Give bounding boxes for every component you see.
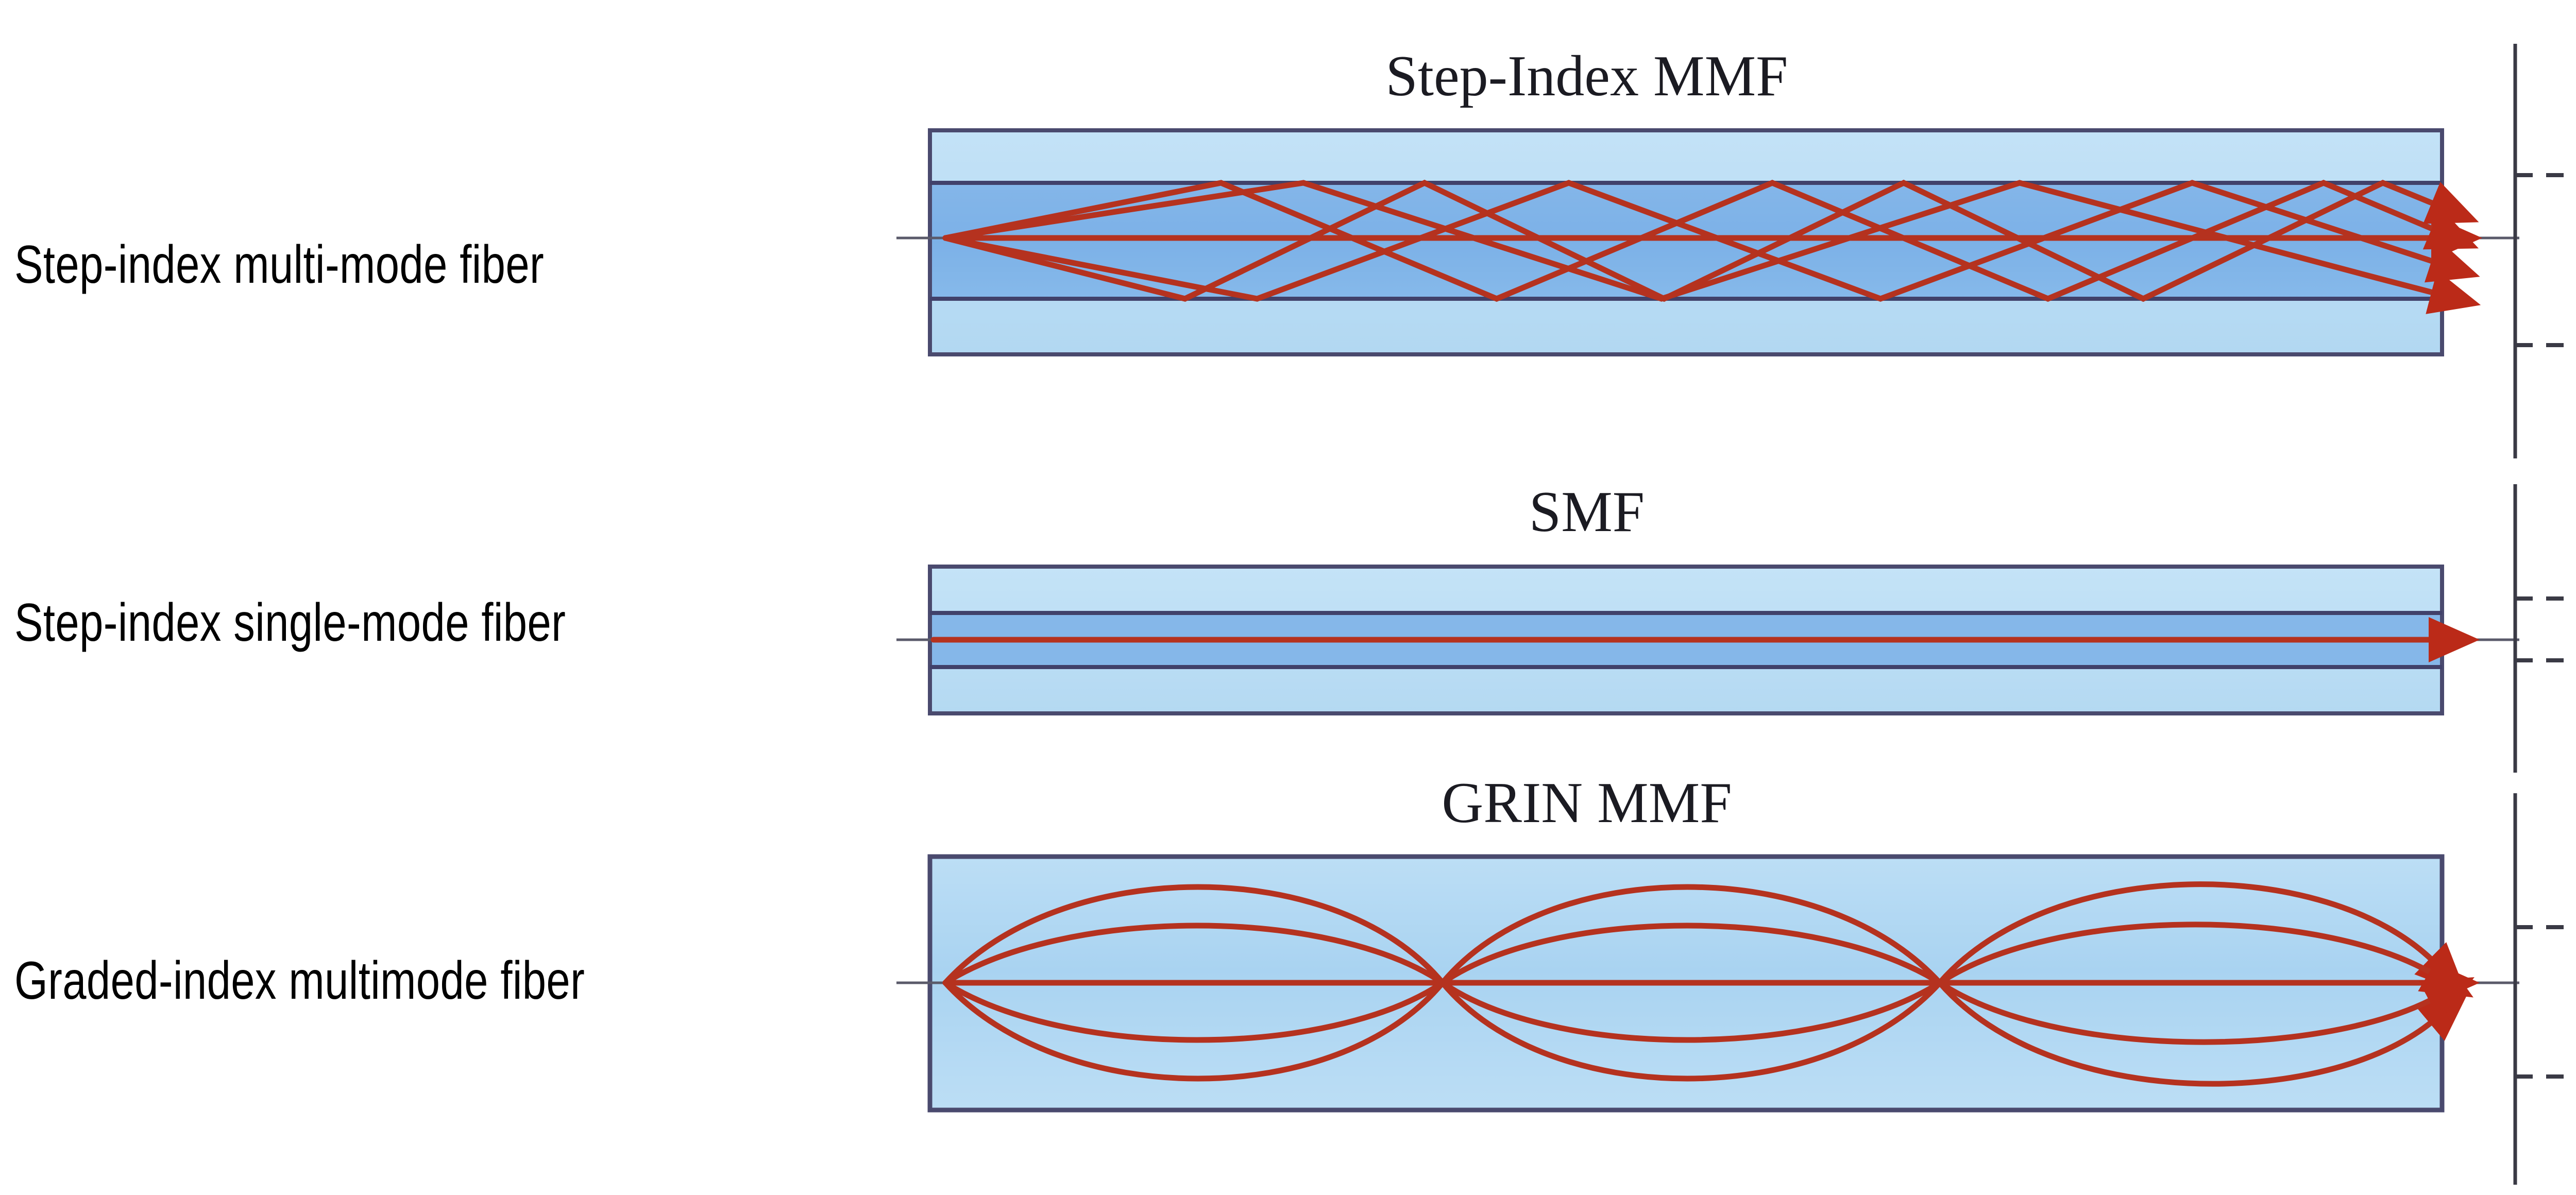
- ray-outer-up: [942, 881, 2467, 1082]
- diagram-title-step-index-mmf: Step-Index MMF: [1385, 44, 1788, 108]
- row-label-graded-index-multimode: Graded-index multimode fiber: [14, 951, 585, 1011]
- diagram-smf: [896, 565, 2519, 715]
- diagram-step-index-mmf: [896, 128, 2519, 356]
- ray-bundle: [942, 179, 2482, 314]
- diagram-title-grin-mmf: GRIN MMF: [1442, 771, 1732, 835]
- ray-outer-down: [942, 884, 2469, 1087]
- ray-steep-down: [942, 179, 2479, 302]
- index-profile-grin-mmf: n2 n1: [2513, 793, 2576, 1185]
- ray-steep-up: [942, 180, 2479, 302]
- index-profile-smf: n2 n1: [2513, 484, 2576, 773]
- diagram-title-smf: SMF: [1529, 480, 1645, 544]
- ray-inner-up: [942, 921, 2473, 1043]
- row-label-step-index-multimode: Step-index multi-mode fiber: [14, 235, 545, 295]
- index-profile-step-index-mmf: n2 n1: [2513, 44, 2576, 458]
- row-label-step-index-singlemode: Step-index single-mode fiber: [14, 593, 566, 653]
- ray-bundle: [942, 881, 2480, 1087]
- diagram-grin-mmf: [896, 854, 2519, 1113]
- ray-inner-down: [942, 923, 2475, 1045]
